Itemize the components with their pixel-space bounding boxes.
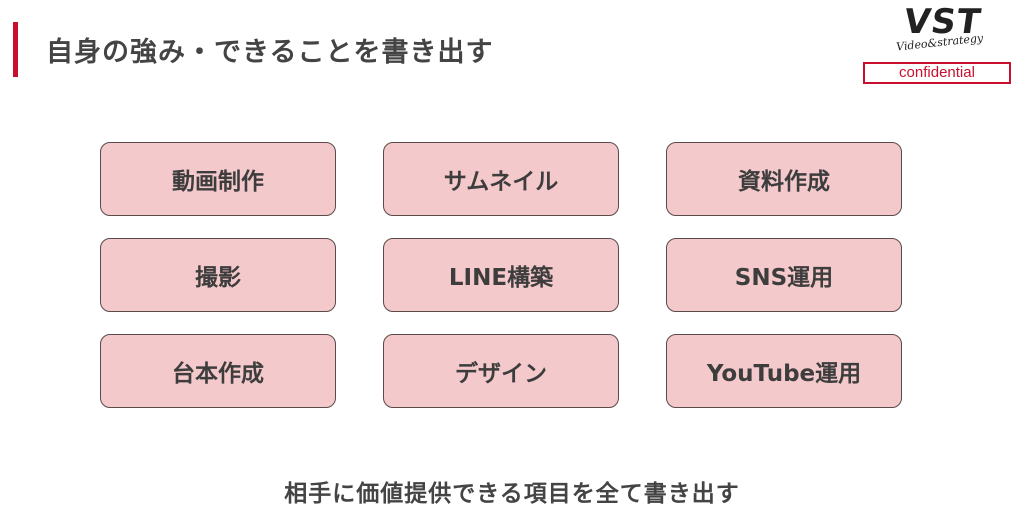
skills-grid: 動画制作 サムネイル 資料作成 撮影 LINE構築 SNS運用 台本作成 デザイ… bbox=[100, 142, 902, 408]
slide-title: 自身の強み・できることを書き出す bbox=[46, 37, 494, 68]
skill-card-video-production: 動画制作 bbox=[100, 142, 336, 216]
bottom-caption: 相手に価値提供できる項目を全て書き出す bbox=[284, 481, 740, 507]
skill-card-youtube-management: YouTube運用 bbox=[666, 334, 902, 408]
skill-card-script-writing: 台本作成 bbox=[100, 334, 336, 408]
skill-card-line-setup: LINE構築 bbox=[383, 238, 619, 312]
skill-card-thumbnail: サムネイル bbox=[383, 142, 619, 216]
confidential-badge: confidential bbox=[863, 62, 1011, 84]
skill-card-design: デザイン bbox=[383, 334, 619, 408]
skill-card-sns-management: SNS運用 bbox=[666, 238, 902, 312]
vst-logo: VST Video&strategy bbox=[896, 2, 1008, 54]
skill-card-document-creation: 資料作成 bbox=[666, 142, 902, 216]
title-accent-bar bbox=[13, 22, 18, 77]
skill-card-filming: 撮影 bbox=[100, 238, 336, 312]
